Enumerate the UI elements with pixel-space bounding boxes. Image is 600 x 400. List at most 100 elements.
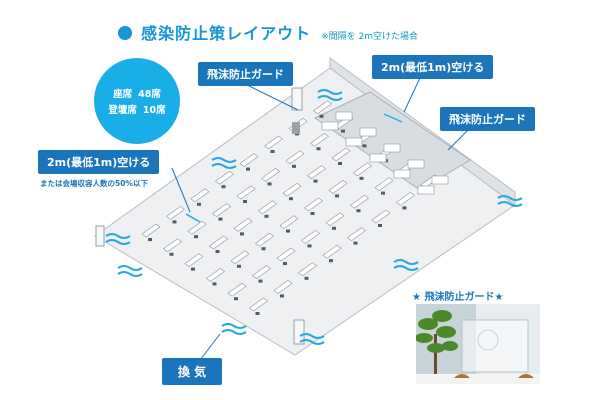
chair	[240, 232, 244, 236]
chair	[381, 191, 385, 195]
desk	[141, 223, 161, 238]
chair	[191, 267, 195, 271]
desk	[349, 194, 370, 209]
stage-label: 登壇席	[108, 105, 137, 116]
guard-callout-left: 飛沫防止ガード	[198, 62, 293, 86]
desk	[276, 247, 296, 262]
desk	[165, 206, 186, 220]
desk	[239, 153, 259, 167]
stage-desk	[417, 185, 435, 195]
title-bullet-icon	[118, 26, 132, 40]
spacing-callout-left: 2m(最低1m)空ける	[38, 150, 160, 174]
desk	[260, 168, 281, 182]
chair	[234, 297, 238, 301]
page-subtitle: ※間隔を 2m空けた場合	[321, 32, 419, 42]
chair	[362, 144, 367, 148]
chair	[289, 197, 293, 201]
chair	[332, 226, 336, 230]
desk	[184, 253, 204, 267]
guard-callout-right: 飛沫防止ガード	[440, 107, 535, 131]
chair	[221, 185, 226, 189]
chair	[335, 194, 339, 198]
desk	[306, 165, 327, 179]
chair	[313, 179, 318, 183]
desk	[214, 170, 235, 185]
desk	[312, 100, 333, 115]
air-purifier-icon	[292, 122, 300, 134]
spacing-arrow-icon	[185, 213, 201, 223]
chair	[215, 250, 220, 253]
chair	[237, 264, 241, 268]
stage-desk-group	[321, 111, 449, 195]
chair	[243, 200, 247, 203]
stage-desk	[407, 159, 425, 169]
chair	[286, 229, 290, 233]
desk	[211, 203, 232, 217]
callout-pointer	[447, 127, 471, 151]
desk	[263, 135, 284, 150]
desk	[282, 182, 302, 197]
stage-desk	[359, 127, 377, 137]
desk	[273, 280, 293, 294]
chair	[310, 212, 315, 215]
stage-count: 10席	[142, 105, 166, 116]
callout-pointer	[199, 333, 221, 361]
stage-desk	[369, 153, 387, 163]
spacing-callout-top: 2m(最低1m)空ける	[372, 55, 494, 79]
wind-icon	[393, 259, 419, 271]
stage-platform	[313, 91, 471, 191]
photo-caption: ★ 飛沫防止ガード★	[412, 292, 504, 303]
chair	[172, 220, 177, 224]
stage-desk	[345, 137, 363, 147]
desk	[352, 162, 373, 177]
seat-label: 座席	[113, 89, 133, 100]
desk	[346, 227, 367, 241]
wind-icon	[497, 195, 523, 207]
chair	[267, 182, 272, 186]
chair	[169, 252, 174, 256]
partition-guard	[293, 319, 305, 345]
chair	[255, 312, 260, 315]
wind-icon	[117, 265, 143, 277]
chair	[378, 224, 382, 227]
desk	[328, 180, 348, 194]
stage-desk	[393, 169, 411, 179]
chair	[402, 206, 407, 210]
desk	[233, 218, 253, 232]
chair	[338, 162, 342, 165]
desk	[300, 230, 321, 244]
stage-desk	[383, 143, 401, 153]
desk	[227, 282, 247, 297]
stage-desk	[335, 111, 353, 121]
wind-icon	[317, 89, 343, 101]
chair	[194, 235, 198, 239]
wind-icon	[211, 157, 237, 169]
chair	[341, 129, 345, 133]
callout-pointer	[171, 167, 191, 213]
chair	[148, 238, 152, 241]
desk	[254, 232, 275, 247]
chair	[258, 279, 263, 283]
seat-count-badge: 座席 48席 登壇席 10席	[94, 58, 180, 144]
desk	[236, 185, 256, 200]
chair	[307, 244, 312, 248]
partition-guard	[291, 87, 303, 111]
desk	[187, 220, 207, 235]
capacity-note: または会場収容人数の50%以下	[40, 179, 148, 188]
chair	[246, 167, 250, 171]
desk	[297, 262, 318, 277]
desk	[251, 265, 272, 279]
chair	[212, 282, 217, 286]
desk	[371, 209, 391, 224]
desk	[190, 188, 210, 203]
desk	[230, 250, 250, 265]
chair	[280, 294, 284, 298]
desk	[285, 150, 305, 165]
desk	[374, 177, 394, 191]
spacing-arrow-icon	[383, 113, 403, 123]
chair	[319, 114, 324, 118]
desk	[395, 192, 416, 206]
desk	[303, 197, 324, 212]
ventilation-callout: 換 気	[162, 358, 223, 385]
